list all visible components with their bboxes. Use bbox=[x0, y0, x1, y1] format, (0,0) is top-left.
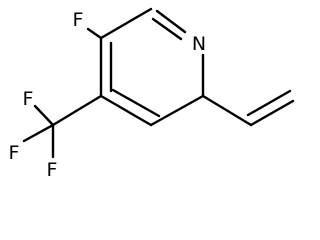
bond-c2-vinyl bbox=[201, 94, 253, 127]
bond-cf3-f-left bbox=[22, 123, 55, 143]
bond-cf3-f-top bbox=[33, 104, 55, 127]
bond-c6-n1-double bbox=[151, 17, 183, 41]
bond-c5-f bbox=[86, 27, 103, 40]
bond-c3-c4-double bbox=[111, 88, 161, 118]
atom-label-f-bottom: F bbox=[47, 159, 58, 181]
atom-label-n: N bbox=[192, 33, 206, 55]
bond-c3-c4 bbox=[99, 94, 153, 127]
atom-label-f-top: F bbox=[23, 88, 34, 110]
bond-c2-c3 bbox=[149, 94, 205, 127]
structure-canvas: N F F F F bbox=[9, 7, 295, 181]
molecule-diagram: N F F F F bbox=[9, 7, 295, 181]
atom-label-f-left: F bbox=[9, 142, 20, 164]
bond-c6-n1 bbox=[155, 9, 187, 34]
bond-c4-cf3 bbox=[51, 94, 103, 127]
bond-vinyl-double-inner bbox=[246, 89, 292, 117]
atom-label-f-ring: F bbox=[73, 9, 84, 31]
bond-c5-c6 bbox=[99, 7, 153, 40]
bond-vinyl-double bbox=[249, 99, 295, 127]
